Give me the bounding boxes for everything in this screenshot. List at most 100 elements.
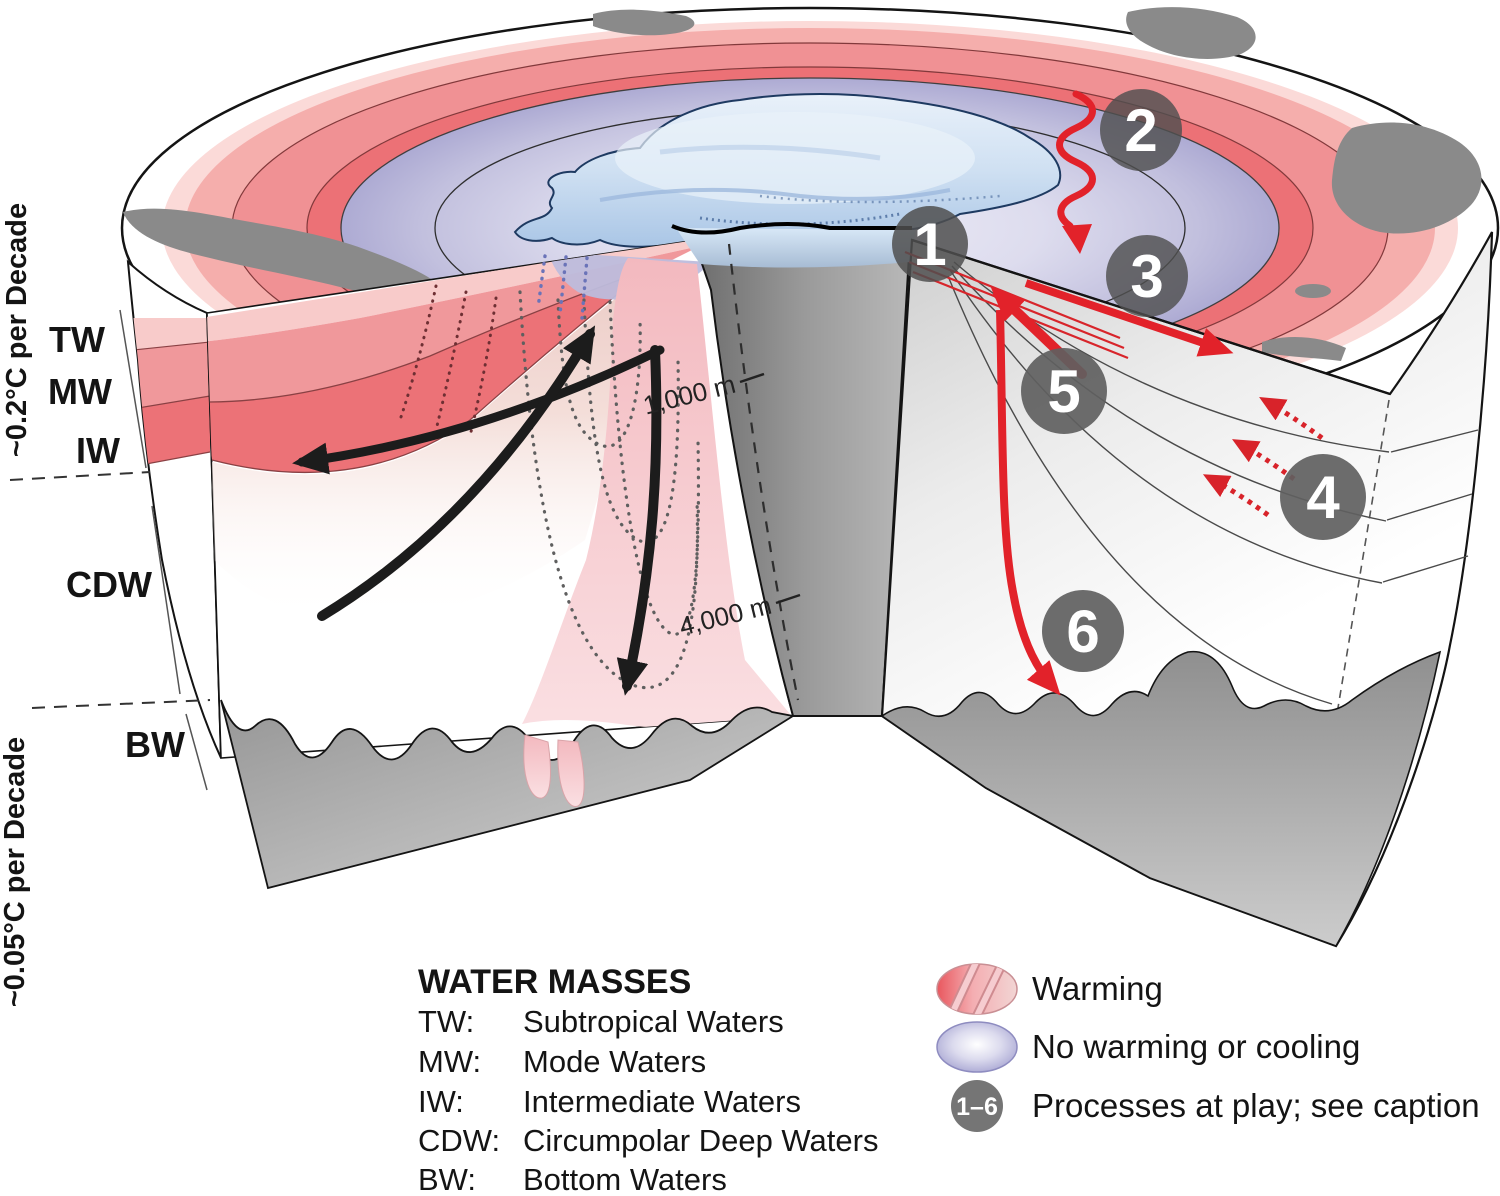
wm-abbr-cdw: CDW: — [418, 1123, 500, 1158]
red-process-arrows — [904, 90, 1324, 696]
continent-australia — [1331, 122, 1482, 234]
dotted-dark-2 — [434, 290, 468, 432]
left-axis-annotations: ~0.2°C per Decade ~0.05°C per Decade TW … — [0, 203, 211, 1007]
processes-key-badge-text: 1–6 — [956, 1093, 998, 1121]
badge-6-circle — [1042, 590, 1124, 672]
dotted-dark-3 — [468, 296, 498, 438]
no-warming-key-swatch — [936, 1021, 1018, 1073]
wm-name-tw: Subtropical Waters — [523, 1004, 784, 1039]
left-seafloor-body — [220, 699, 796, 890]
badge-4-circle — [1280, 454, 1366, 540]
island-small — [1295, 284, 1331, 298]
no-warming-key-label: No warming or cooling — [1032, 1028, 1360, 1065]
bracket-bw — [185, 713, 208, 791]
label-bw: BW — [125, 724, 185, 765]
water-masses-title: WATER MASSES — [418, 963, 691, 1001]
eddy-squiggle — [1056, 90, 1096, 230]
wm-abbr-tw: TW: — [418, 1004, 474, 1039]
dotted-loop-1 — [556, 298, 642, 448]
badge-1-number: 1 — [913, 211, 946, 278]
convection-dotted-loops — [398, 254, 701, 690]
badge-2-number: 2 — [1124, 97, 1157, 164]
dotted-blue-3 — [580, 256, 589, 320]
dashed-divider-iw — [9, 471, 151, 481]
wm-name-iw: Intermediate Waters — [523, 1084, 801, 1119]
wm-abbr-iw: IW: — [418, 1084, 464, 1119]
arrow-cdw-upwelling — [317, 325, 596, 621]
dotted-blue-1 — [536, 254, 547, 310]
left-face-cdw-gradient — [212, 274, 658, 623]
wall-line-1 — [1390, 429, 1479, 453]
rate-lower-label: ~0.05°C per Decade — [0, 737, 31, 1007]
warming-key: Warming — [936, 963, 1163, 1015]
continents — [123, 7, 1482, 361]
water-masses-legend: WATER MASSES TW: Subtropical Waters MW: … — [418, 963, 878, 1196]
arrow-deep-sinking — [996, 309, 1061, 696]
wall-line-3 — [1382, 555, 1469, 583]
continent-south-america — [123, 208, 452, 303]
continent-top-right — [1126, 7, 1256, 59]
left-wall-band-tw — [128, 318, 210, 352]
label-iw: IW — [76, 430, 120, 471]
wm-abbr-mw: MW: — [418, 1044, 481, 1079]
right-seafloor-body — [880, 650, 1442, 947]
dashed-arrow-1 — [1259, 397, 1324, 441]
label-tw: TW — [49, 319, 105, 360]
continent-new-zealand — [1262, 337, 1346, 361]
badge-2: 2 — [1100, 89, 1182, 171]
badge-6-number: 6 — [1066, 598, 1099, 665]
layer-line-deep — [947, 275, 1333, 705]
badge-5-number: 5 — [1047, 358, 1080, 425]
coast-water-strip — [676, 228, 916, 268]
antarctica-texture-1 — [599, 187, 951, 202]
right-face-top-edge — [911, 238, 1391, 396]
right-corner-dashed — [1330, 399, 1390, 751]
badge-5-circle — [1021, 348, 1107, 434]
processes-key-label: Processes at play; see caption — [1032, 1087, 1480, 1124]
arrow-iw-westward — [292, 345, 665, 475]
dashed-arrow-3 — [1202, 474, 1270, 518]
label-mw: MW — [48, 371, 112, 412]
dashed-poleward-arrows — [1202, 397, 1324, 518]
processes-key-badge — [951, 1080, 1003, 1132]
badge-4-number: 4 — [1306, 464, 1340, 531]
antarctica-texture-3 — [699, 212, 901, 226]
label-cdw: CDW — [66, 564, 152, 605]
badge-3: 3 — [1106, 235, 1188, 317]
badge-1: 1 — [892, 206, 968, 282]
processes-key: 1–6 Processes at play; see caption — [951, 1080, 1480, 1132]
left-face-band-iw — [207, 262, 668, 473]
process-badges: 1 2 3 4 5 6 — [892, 89, 1366, 672]
dotted-loop-4 — [518, 290, 699, 690]
warming-key-stripe-1b — [947, 964, 981, 1014]
warming-key-label: Warming — [1032, 970, 1163, 1007]
column-body — [698, 236, 912, 717]
bracket-cdw — [151, 505, 181, 695]
wm-name-bw: Bottom Waters — [523, 1162, 727, 1196]
arrow-shelf-export — [1024, 279, 1234, 357]
badge-5: 5 — [1021, 348, 1107, 434]
bottom-water-drip-1 — [523, 734, 551, 799]
warming-key-stripe-2b — [971, 964, 1005, 1014]
depth-dashed-axis — [727, 243, 800, 701]
dashed-divider-cdw — [31, 699, 211, 709]
no-warming-key: No warming or cooling — [936, 1021, 1360, 1073]
color-key-legend: Warming No warming or cooling 1–6 Proces… — [936, 963, 1480, 1132]
badge-4: 4 — [1280, 454, 1366, 540]
wm-name-cdw: Circumpolar Deep Waters — [523, 1123, 878, 1158]
rate-upper-label: ~0.2°C per Decade — [1, 203, 33, 457]
badge-1-circle — [892, 206, 968, 282]
left-cut-face — [206, 235, 795, 759]
dotted-loop-2 — [582, 298, 680, 544]
arrow-coastal-downwelling — [616, 345, 662, 696]
left-seafloor — [220, 699, 796, 890]
antarctica-texture-2 — [659, 144, 881, 161]
dashed-arrow-2 — [1232, 439, 1296, 482]
wm-name-mw: Mode Waters — [523, 1044, 706, 1079]
dotted-blue-2 — [558, 255, 568, 316]
wm-abbr-bw: BW: — [418, 1162, 476, 1196]
antarctica-interior-highlight — [615, 112, 975, 204]
badge-3-circle — [1106, 235, 1188, 317]
